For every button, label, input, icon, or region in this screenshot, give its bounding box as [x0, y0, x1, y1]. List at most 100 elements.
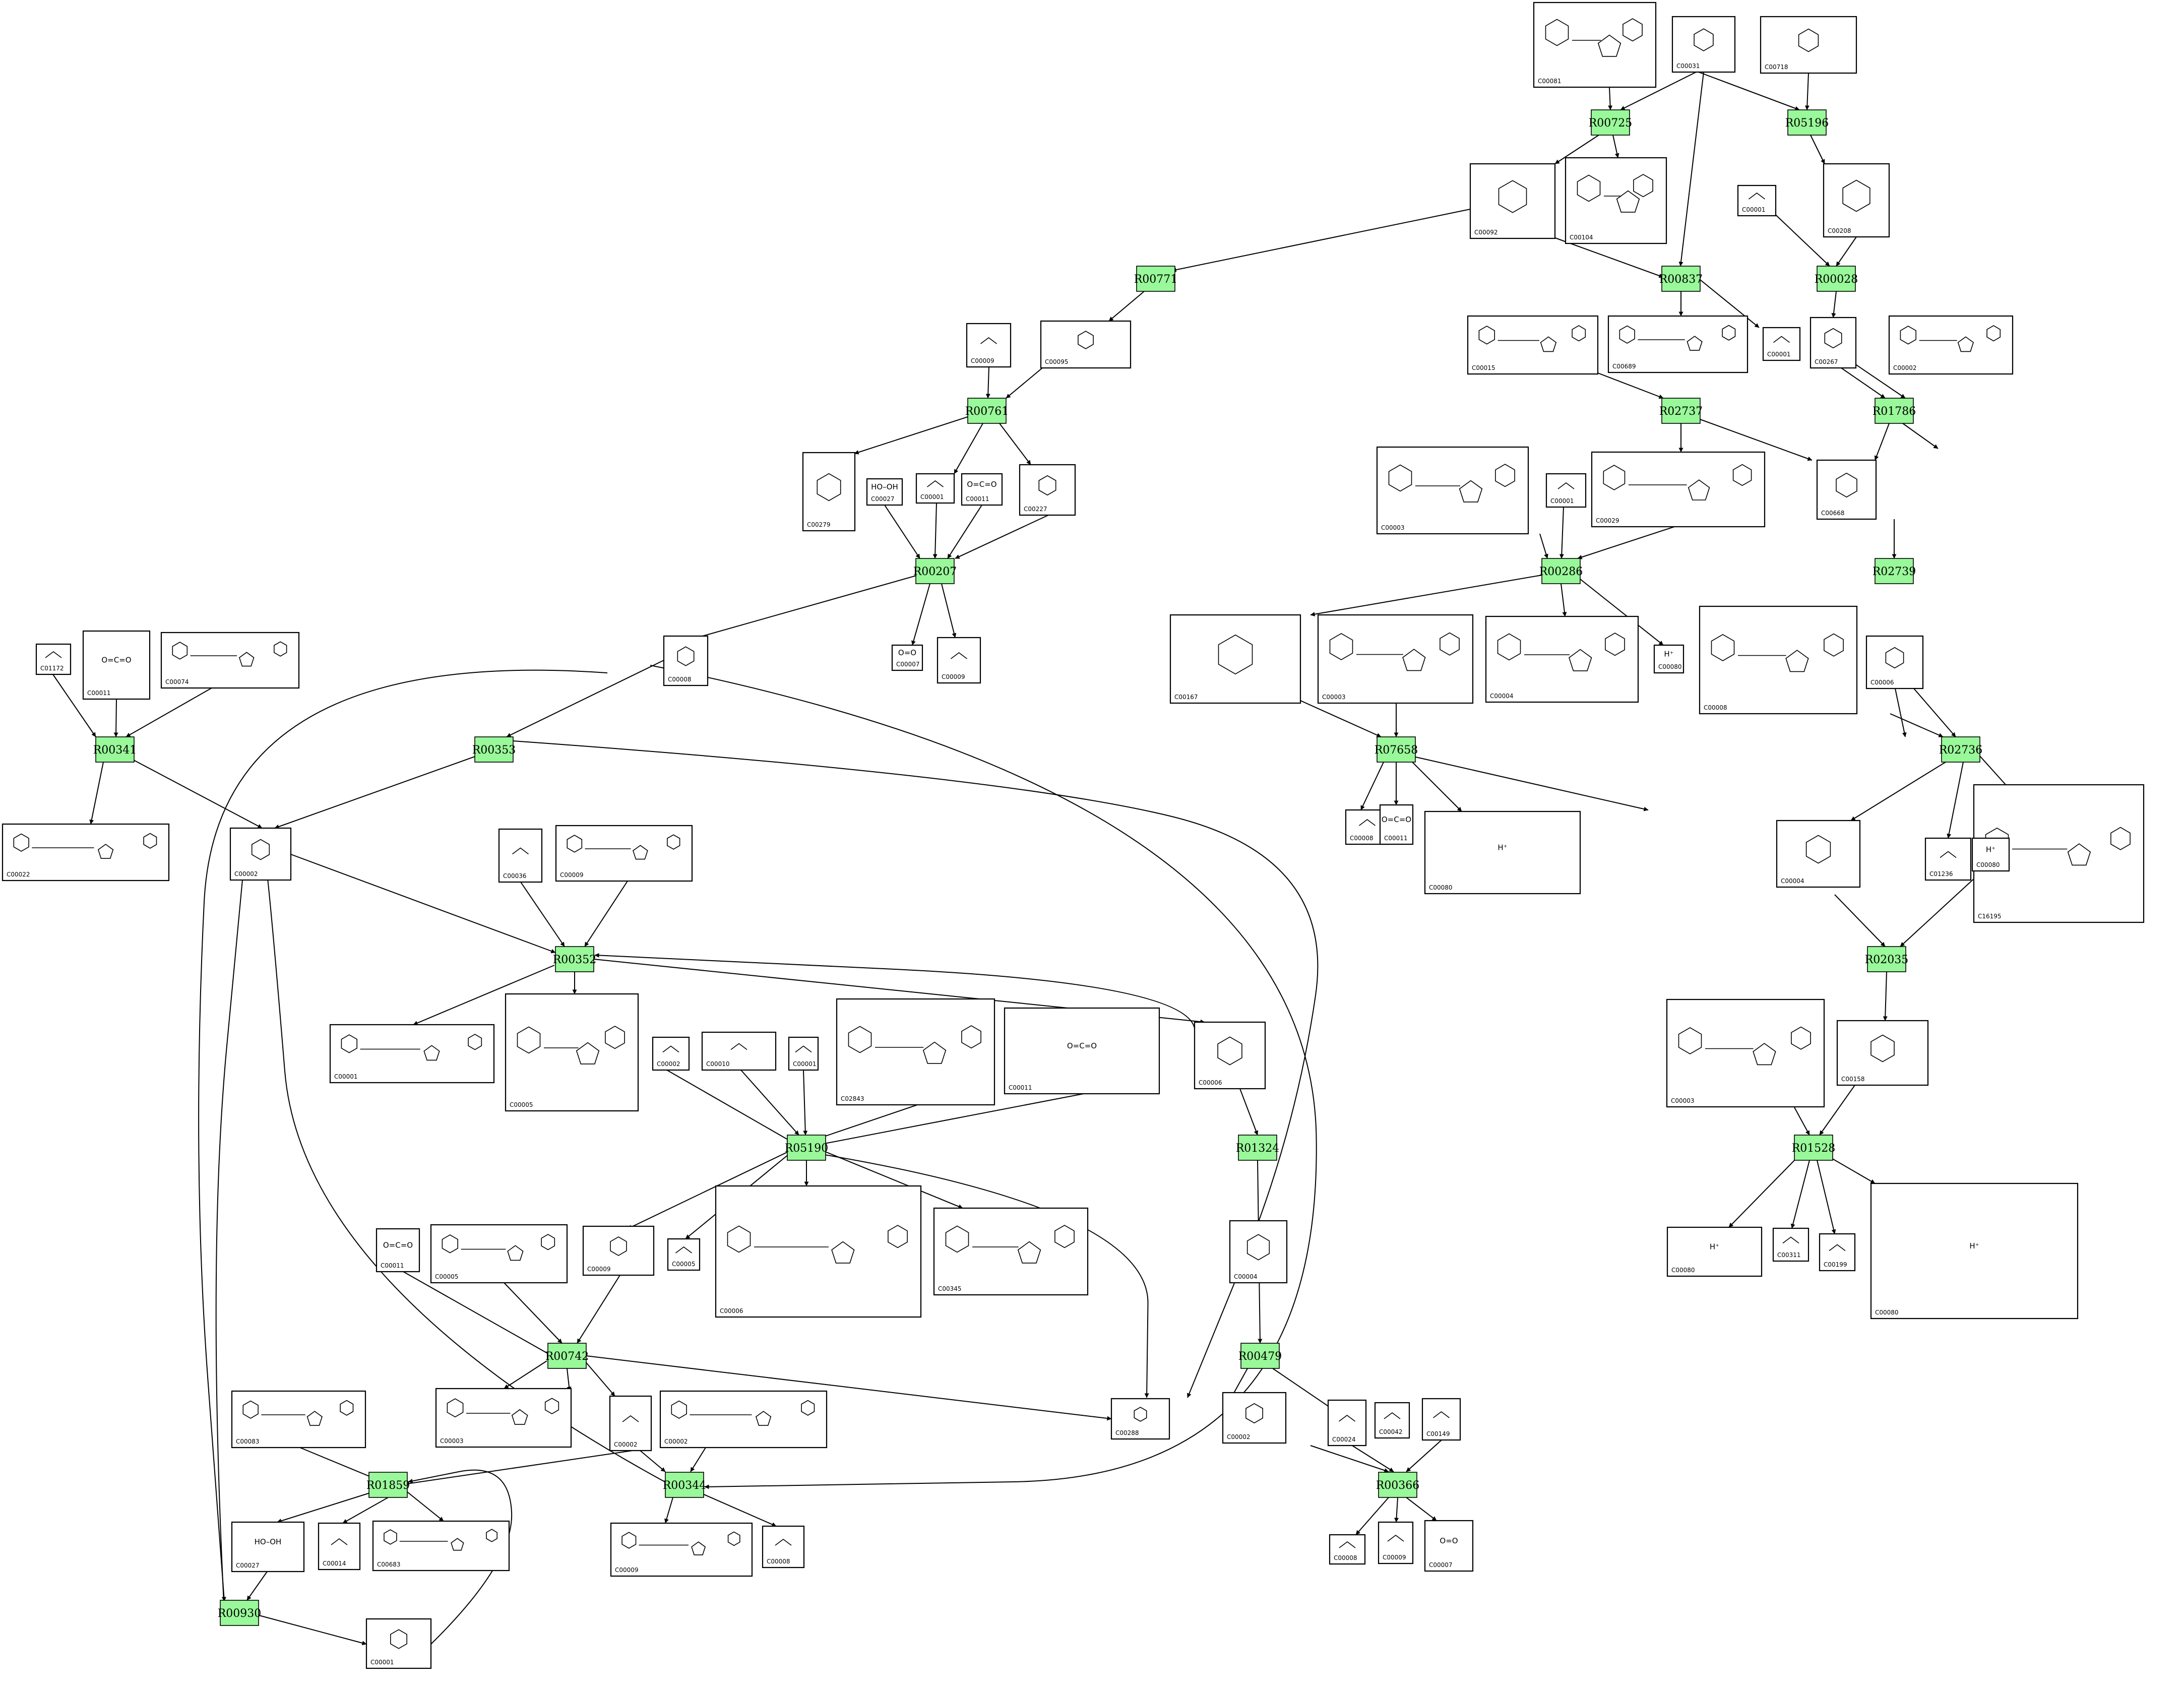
- compound-box[interactable]: [1776, 820, 1861, 888]
- compound-box[interactable]: [715, 1185, 922, 1318]
- compound-node[interactable]: H⁺C00080: [1666, 1226, 1763, 1277]
- compound-box[interactable]: [82, 630, 151, 700]
- compound-box[interactable]: [1329, 1534, 1366, 1565]
- reaction-node[interactable]: R00479: [1238, 1343, 1282, 1369]
- compound-box[interactable]: [1019, 464, 1076, 516]
- reaction-node[interactable]: R00341: [93, 736, 137, 763]
- reaction-id-label[interactable]: R05190: [785, 1142, 829, 1155]
- compound-box[interactable]: [1467, 315, 1599, 375]
- compound-node[interactable]: C01172: [35, 643, 72, 675]
- compound-box[interactable]: [498, 828, 543, 883]
- compound-box[interactable]: [1823, 163, 1890, 238]
- compound-node[interactable]: C02843: [836, 998, 995, 1106]
- compound-node[interactable]: C00095: [1040, 320, 1132, 369]
- compound-node[interactable]: C00024: [1327, 1399, 1367, 1447]
- compound-node[interactable]: C00006: [1194, 1021, 1266, 1090]
- reaction-id-label[interactable]: R01528: [1792, 1142, 1836, 1155]
- compound-box[interactable]: [1819, 1233, 1856, 1272]
- compound-node[interactable]: C00008: [762, 1525, 805, 1569]
- reaction-box[interactable]: [368, 1472, 408, 1498]
- compound-node[interactable]: C00004: [1485, 615, 1639, 703]
- compound-node[interactable]: C00009: [582, 1225, 655, 1276]
- reaction-box[interactable]: [1867, 946, 1906, 972]
- compound-box[interactable]: [1607, 315, 1749, 373]
- compound-node[interactable]: C00005: [667, 1238, 701, 1271]
- reaction-box[interactable]: [1591, 109, 1630, 136]
- compound-node[interactable]: C00009: [937, 637, 981, 684]
- compound-node[interactable]: H⁺C00080: [1971, 837, 2010, 872]
- compound-node[interactable]: C00002: [1888, 315, 2014, 375]
- reaction-node[interactable]: R05190: [785, 1135, 829, 1161]
- reaction-box[interactable]: [1875, 558, 1914, 584]
- compound-box[interactable]: [329, 1024, 495, 1084]
- reaction-node[interactable]: R02736: [1939, 736, 1983, 763]
- reaction-node[interactable]: R05196: [1785, 109, 1829, 136]
- compound-node[interactable]: C00008: [663, 635, 709, 686]
- compound-node[interactable]: C00104: [1565, 157, 1667, 244]
- compound-box[interactable]: [1545, 473, 1587, 508]
- compound-box[interactable]: [1653, 644, 1684, 674]
- reaction-node[interactable]: R00286: [1539, 558, 1583, 584]
- compound-box[interactable]: [1469, 163, 1556, 239]
- compound-node[interactable]: C00001: [788, 1036, 819, 1071]
- compound-node[interactable]: C00668: [1816, 459, 1877, 520]
- compound-node[interactable]: C00029: [1591, 451, 1766, 528]
- compound-node[interactable]: C00279: [802, 452, 856, 532]
- compound-box[interactable]: [701, 1031, 777, 1071]
- compound-box[interactable]: [1760, 16, 1857, 74]
- compound-node[interactable]: C00002: [229, 827, 292, 881]
- compound-node[interactable]: C00074: [160, 632, 300, 689]
- reaction-node[interactable]: R01859: [366, 1472, 410, 1498]
- reaction-id-label[interactable]: R00761: [965, 405, 1009, 418]
- reaction-id-label[interactable]: R00366: [1376, 1479, 1420, 1492]
- compound-box[interactable]: [961, 473, 1003, 506]
- reaction-box[interactable]: [1794, 1135, 1833, 1161]
- reaction-box[interactable]: [1661, 398, 1701, 424]
- compound-box[interactable]: [1666, 998, 1825, 1108]
- compound-node[interactable]: C00002: [659, 1390, 828, 1449]
- reaction-id-label[interactable]: R02736: [1939, 744, 1983, 757]
- reaction-box[interactable]: [1136, 266, 1175, 292]
- compound-node[interactable]: C00010: [701, 1031, 777, 1071]
- compound-node[interactable]: H⁺C00080: [1870, 1182, 2079, 1320]
- compound-box[interactable]: [1424, 1520, 1474, 1572]
- compound-box[interactable]: [1971, 837, 2010, 872]
- compound-box[interactable]: [933, 1207, 1089, 1296]
- reaction-id-label[interactable]: R00837: [1659, 273, 1703, 286]
- compound-box[interactable]: [35, 643, 72, 675]
- compound-node[interactable]: C00092: [1469, 163, 1556, 239]
- compound-box[interactable]: [663, 635, 709, 686]
- compound-box[interactable]: [1671, 16, 1736, 73]
- compound-node[interactable]: C00005: [505, 993, 639, 1112]
- reaction-box[interactable]: [915, 558, 955, 584]
- compound-node[interactable]: H⁺C00080: [1653, 644, 1684, 674]
- reaction-id-label[interactable]: R00479: [1238, 1350, 1282, 1363]
- compound-box[interactable]: [582, 1225, 655, 1276]
- reaction-node[interactable]: R00725: [1589, 109, 1633, 136]
- reaction-node[interactable]: R00930: [218, 1600, 262, 1626]
- compound-node[interactable]: C00004: [1229, 1220, 1288, 1284]
- compound-box[interactable]: [1110, 1398, 1170, 1440]
- compound-node[interactable]: C00167: [1169, 614, 1301, 704]
- compound-box[interactable]: [430, 1224, 568, 1284]
- compound-node[interactable]: C00022: [2, 823, 170, 882]
- compound-box[interactable]: [1374, 1402, 1410, 1439]
- compound-box[interactable]: [1378, 1521, 1414, 1564]
- compound-node[interactable]: C00009: [555, 825, 693, 882]
- compound-node[interactable]: C00288: [1110, 1398, 1170, 1440]
- compound-node[interactable]: C00149: [1421, 1398, 1461, 1441]
- reaction-node[interactable]: R02739: [1873, 558, 1916, 584]
- reaction-id-label[interactable]: R00341: [93, 744, 137, 757]
- compound-node[interactable]: C00081: [1533, 2, 1657, 88]
- compound-box[interactable]: [1317, 614, 1474, 704]
- compound-node[interactable]: C00001: [1737, 184, 1777, 217]
- compound-box[interactable]: [318, 1522, 361, 1571]
- compound-node[interactable]: C00009: [966, 323, 1012, 368]
- compound-box[interactable]: [788, 1036, 819, 1071]
- reaction-node[interactable]: R07658: [1375, 736, 1418, 763]
